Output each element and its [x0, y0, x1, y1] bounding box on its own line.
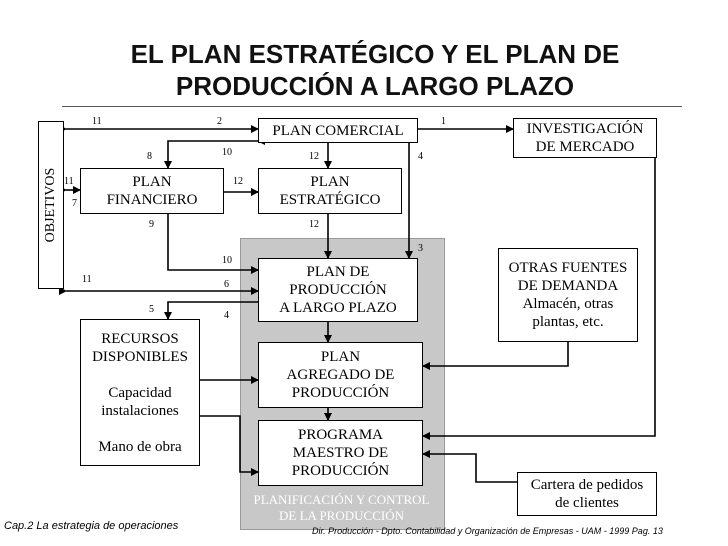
programa-line-1: PROGRAMA: [297, 427, 384, 443]
flow-number: 12: [309, 151, 319, 162]
recursos-line-5: instalaciones: [101, 402, 179, 419]
panel-label-line-2: DE LA PRODUCCIÓN: [279, 508, 404, 523]
flow-number: 7: [72, 198, 77, 209]
flow-number: 11: [92, 116, 102, 127]
flow-number: 4: [224, 310, 229, 321]
agregado-line-1: PLAN: [320, 349, 361, 365]
programa-line-2: MAESTRO DE: [292, 445, 389, 461]
plan-produccion-box: PLAN DE PRODUCCIÓN A LARGO PLAZO: [258, 258, 418, 322]
cartera-line-1: Cartera de pedidos: [530, 477, 644, 493]
footer-credits: Dir. Producción - Dpto. Contabilidad y O…: [312, 526, 663, 536]
flow-number: 3: [418, 243, 423, 254]
panel-label-line-1: PLANIFICACIÓN Y CONTROL: [253, 492, 430, 507]
plan-estrategico-box: PLAN ESTRATÉGICO: [258, 168, 402, 214]
objetivos-box: OBJETIVOS: [38, 121, 64, 289]
agregado-line-2: AGREGADO DE: [286, 367, 395, 383]
flow-number: 10: [222, 147, 232, 158]
otras-line-3: Almacén, otras: [522, 296, 614, 312]
programa-line-3: PRODUCCIÓN: [291, 463, 390, 479]
arrow-comercial-financiero: [164, 137, 265, 169]
flow-number: 11: [64, 176, 74, 187]
objetivos-label: OBJETIVOS: [43, 167, 58, 243]
plan-comercial-box: PLAN COMERCIAL: [258, 118, 418, 143]
financiero-line-2: FINANCIERO: [106, 192, 198, 208]
recursos-line-1: RECURSOS: [101, 330, 179, 347]
arrow-cartera-programa: [422, 450, 517, 483]
flow-number: 12: [309, 219, 319, 230]
cartera-line-2: de clientes: [555, 495, 619, 511]
flow-number: 2: [217, 116, 222, 127]
arrow-investigacion-programa: [422, 158, 656, 440]
footer-chapter: Cap.2 La estrategia de operaciones: [4, 520, 179, 532]
otras-fuentes-box: OTRAS FUENTES DE DEMANDA Almacén, otras …: [498, 248, 638, 342]
produccion-line-2: PRODUCCIÓN: [289, 282, 387, 298]
produccion-line-1: PLAN DE: [306, 264, 370, 280]
flow-number: 10: [222, 255, 232, 266]
flow-number: 12: [233, 176, 243, 187]
flow-number: 1: [441, 116, 446, 127]
agregado-line-3: PRODUCCIÓN: [291, 385, 390, 401]
recursos-line-2: DISPONIBLES: [92, 348, 188, 365]
flow-number: 11: [82, 274, 92, 285]
planning-control-label: PLANIFICACIÓN Y CONTROL DE LA PRODUCCIÓN: [240, 492, 443, 524]
plan-agregado-box: PLAN AGREGADO DE PRODUCCIÓN: [258, 342, 423, 408]
investigacion-mercado-box: INVESTIGACIÓN DE MERCADO: [513, 118, 657, 158]
flow-number: 9: [149, 219, 154, 230]
arrow-produccion-recursos: [164, 298, 265, 320]
otras-line-1: OTRAS FUENTES: [508, 260, 628, 276]
estrategico-line-2: ESTRATÉGICO: [279, 192, 381, 208]
otras-line-4: plantas, etc.: [532, 314, 604, 330]
recursos-line-4: Capacidad: [108, 384, 172, 401]
title-divider: [62, 106, 682, 107]
investigacion-line-1: INVESTIGACIÓN: [526, 121, 644, 137]
recursos-disponibles-box: RECURSOS DISPONIBLES Capacidad instalaci…: [80, 319, 200, 466]
financiero-line-1: PLAN: [132, 174, 172, 190]
flow-number: 4: [418, 151, 423, 162]
flow-number: 5: [149, 304, 154, 315]
investigacion-line-2: DE MERCADO: [535, 139, 635, 155]
plan-comercial-label: PLAN COMERCIAL: [272, 122, 404, 139]
flow-number: 8: [147, 151, 152, 162]
otras-line-2: DE DEMANDA: [517, 278, 619, 294]
estrategico-line-1: PLAN: [310, 174, 350, 190]
page-title: EL PLAN ESTRATÉGICO Y EL PLAN DE PRODUCC…: [130, 39, 620, 101]
arrow-otras-agregado: [422, 342, 569, 370]
flow-number: 6: [224, 279, 229, 290]
cartera-pedidos-box: Cartera de pedidos de clientes: [517, 472, 657, 516]
recursos-line-7: Mano de obra: [98, 438, 182, 455]
arrow-financiero-produccion: [164, 207, 259, 274]
programa-maestro-box: PROGRAMA MAESTRO DE PRODUCCIÓN: [258, 420, 423, 486]
produccion-line-3: A LARGO PLAZO: [279, 300, 397, 316]
plan-financiero-box: PLAN FINANCIERO: [80, 168, 224, 214]
arrow-recursos-programa: [200, 415, 259, 476]
